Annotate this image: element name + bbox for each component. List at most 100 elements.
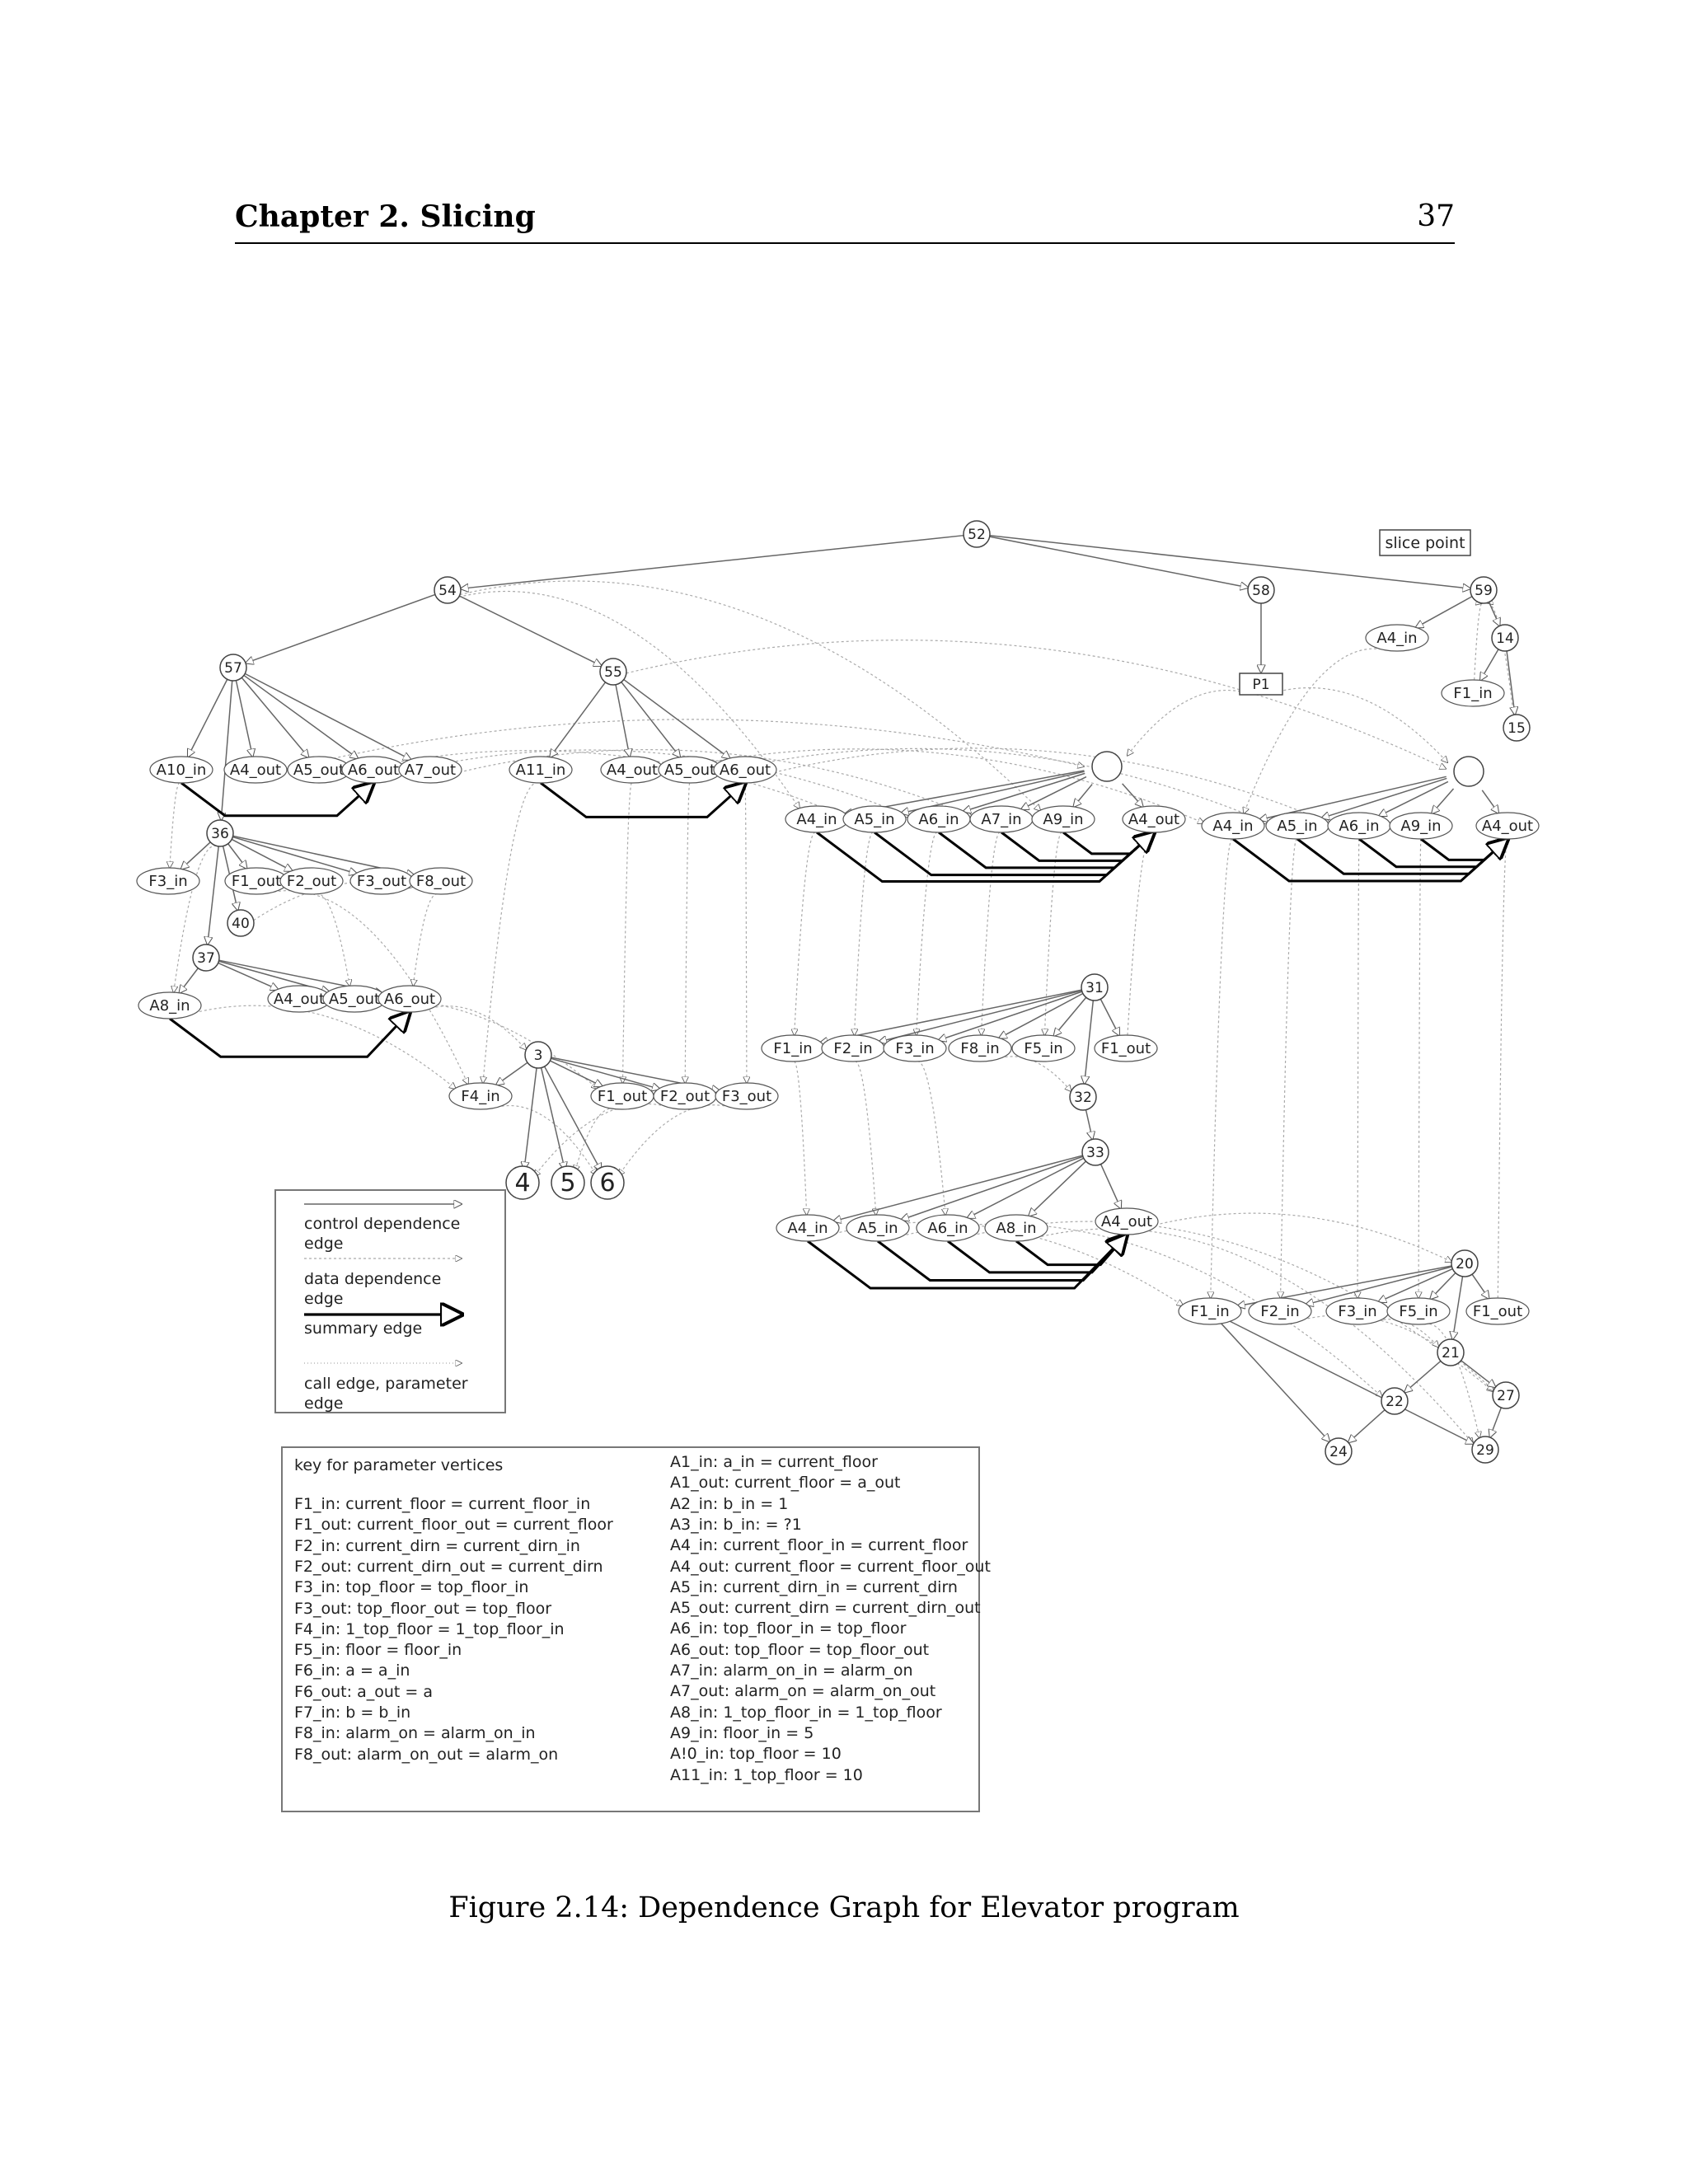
control-edge-n55-a6out2 — [623, 678, 730, 759]
legend-call-label: call edge, parameter edge — [304, 1375, 468, 1413]
graph-node-n3: 3 — [524, 1041, 552, 1069]
node-label: 59 — [1475, 583, 1493, 599]
node-label: A5_in — [857, 1220, 898, 1237]
key-entry: F3_out: top_floor_out = top_floor — [294, 1599, 552, 1618]
graph-node-n21: 21 — [1437, 1338, 1465, 1366]
page-header: Chapter 2. Slicing 37 — [235, 196, 1455, 244]
control-edge-n3-n6 — [543, 1066, 602, 1171]
control-edge-n31-n32 — [1085, 1000, 1095, 1084]
slice-point-box: slice point — [1379, 529, 1471, 556]
node-label: F1_in — [773, 1040, 812, 1057]
graph-node-f1in_m: F1_in — [761, 1034, 825, 1062]
data-edge-a8in1-f4in — [194, 1005, 456, 1089]
control-edge-cr-a6in_r2 — [1379, 780, 1449, 816]
control-edge-n21-n27 — [1461, 1360, 1496, 1387]
control-edge-n20-n21 — [1452, 1276, 1464, 1339]
graph-node-f2in_b: F2_in — [1248, 1297, 1312, 1325]
graph-node-a7in_m: A7_in — [969, 805, 1034, 833]
key-entry: F8_out: alarm_on_out = alarm_on — [294, 1745, 559, 1764]
graph-node-a5out3: A5_out — [322, 985, 387, 1013]
node-label: A4_in — [1376, 630, 1417, 647]
graph-node-a4in_r2: A4_in — [1201, 812, 1265, 840]
node-label: A9_in — [1043, 811, 1083, 828]
graph-node-a11in: A11_in — [509, 756, 573, 784]
node-label: A4_out — [1128, 811, 1179, 828]
node-label: F2_in — [1260, 1303, 1299, 1320]
data-edge-a9in_m-f5in_m — [1044, 832, 1063, 1035]
control-edge-n31-f8in_m — [999, 992, 1084, 1038]
control-edge-n3-f2out2 — [551, 1057, 659, 1089]
graph-node-n5: 5 — [551, 1165, 585, 1200]
control-edge-n20-f5in_b — [1430, 1272, 1456, 1300]
graph-node-f1in_r: F1_in — [1441, 679, 1505, 707]
graph-node-f3in_b: F3_in — [1325, 1297, 1390, 1325]
legend: control dependence edge data dependence … — [274, 1189, 506, 1413]
node-label: A5_out — [293, 762, 345, 779]
graph-node-n59: 59 — [1470, 576, 1498, 604]
control-edge-n33-a4out_b — [1100, 1164, 1121, 1209]
graph-node-f4in: F4_in — [448, 1082, 513, 1110]
graph-node-n15: 15 — [1503, 714, 1531, 742]
graph-node-f2in_m: F2_in — [821, 1034, 885, 1062]
graph-node-n57: 57 — [219, 654, 247, 682]
data-edge-a4in_m-f1in_m — [795, 832, 816, 1035]
summary-edge-a10in-a6out1 — [181, 783, 373, 818]
node-label: F8_out — [416, 873, 466, 890]
summary-edge-a6in_r2-a4out_r2 — [1358, 839, 1507, 869]
key-entry: F2_in: current_dirn = current_dirn_in — [294, 1536, 580, 1555]
data-edge-f3out2-n6 — [619, 1104, 730, 1176]
data-edge-a4out_b-n20 — [1155, 1212, 1451, 1262]
graph-node-a4out_b: A4_out — [1095, 1207, 1159, 1235]
control-edge-n3-n5 — [540, 1067, 565, 1170]
control-edge-f1in_b-n29 — [1229, 1320, 1474, 1444]
control-edge-n33-a5in_b — [901, 1155, 1084, 1220]
node-label: A4_out — [274, 991, 325, 1008]
data-edge-a4out2-a4in_r2 — [661, 748, 1204, 823]
graph-node-n36: 36 — [206, 819, 234, 847]
data-edge-n54-a9in_m — [459, 580, 1040, 811]
node-label: A6_out — [720, 762, 771, 779]
control-edge-n36-f1out1 — [227, 843, 247, 869]
data-edge-f2out1-a5out3 — [316, 893, 350, 987]
graph-node-f3in_m: F3_in — [883, 1034, 947, 1062]
graph-node-a4out2: A4_out — [600, 756, 664, 784]
graph-node-cr — [1453, 756, 1484, 787]
key-entry: A!0_in: top_floor = 10 — [670, 1745, 842, 1764]
node-label: F3_out — [357, 873, 406, 890]
node-label: A4_out — [230, 762, 281, 779]
key-entry: A5_in: current_dirn_in = current_dirn — [670, 1577, 958, 1596]
data-edge-a10in-f3in1 — [170, 782, 181, 868]
graph-node-a6in_m: A6_in — [907, 805, 971, 833]
node-label: P1 — [1252, 677, 1269, 693]
summary-edge-a6in_m-a4out_m — [938, 832, 1154, 869]
control-edge-n52-n54 — [461, 534, 964, 589]
key-entry: A6_out: top_floor = top_floor_out — [670, 1640, 930, 1659]
key-entry: A9_in: floor_in = 5 — [670, 1723, 814, 1742]
control-edge-n55-a4out2 — [615, 684, 630, 757]
graph-node-f5in_b: F5_in — [1386, 1297, 1451, 1325]
graph-node-a9in_r2: A9_in — [1389, 812, 1453, 840]
summary-edge-a9in_r2-a4out_r2 — [1420, 839, 1507, 861]
key-entry: F6_out: a_out = a — [294, 1682, 433, 1701]
graph-node-a10in: A10_in — [149, 756, 213, 784]
node-label: 21 — [1442, 1345, 1460, 1361]
graph-node-a6out2: A6_out — [713, 756, 777, 784]
node-label: F3_out — [722, 1088, 771, 1105]
graph-node-a4out_r2: A4_out — [1475, 812, 1540, 840]
graph-node-a8in1: A8_in — [138, 991, 202, 1019]
graph-node-f3out2: F3_out — [715, 1082, 779, 1110]
node-label: A6_in — [1339, 818, 1379, 835]
node-label: A6_in — [927, 1220, 968, 1237]
graph-node-n20: 20 — [1451, 1249, 1479, 1277]
graph-node-f1out1: F1_out — [224, 867, 288, 895]
graph-node-a4out_m: A4_out — [1122, 805, 1186, 833]
data-edge-f4in-n6 — [496, 1104, 597, 1175]
graph-node-a5in_r2: A5_in — [1265, 812, 1329, 840]
data-edge-p1-cr — [1278, 687, 1447, 763]
control-edge-n57-a5out1 — [241, 677, 308, 757]
node-label: 15 — [1507, 720, 1526, 737]
node-label: 6 — [599, 1169, 615, 1197]
data-edge-f8out1-a6out3 — [413, 893, 438, 986]
control-edge-n37-a8in1 — [180, 968, 199, 993]
data-edge-f2in_m-a5in_b — [855, 1061, 876, 1215]
